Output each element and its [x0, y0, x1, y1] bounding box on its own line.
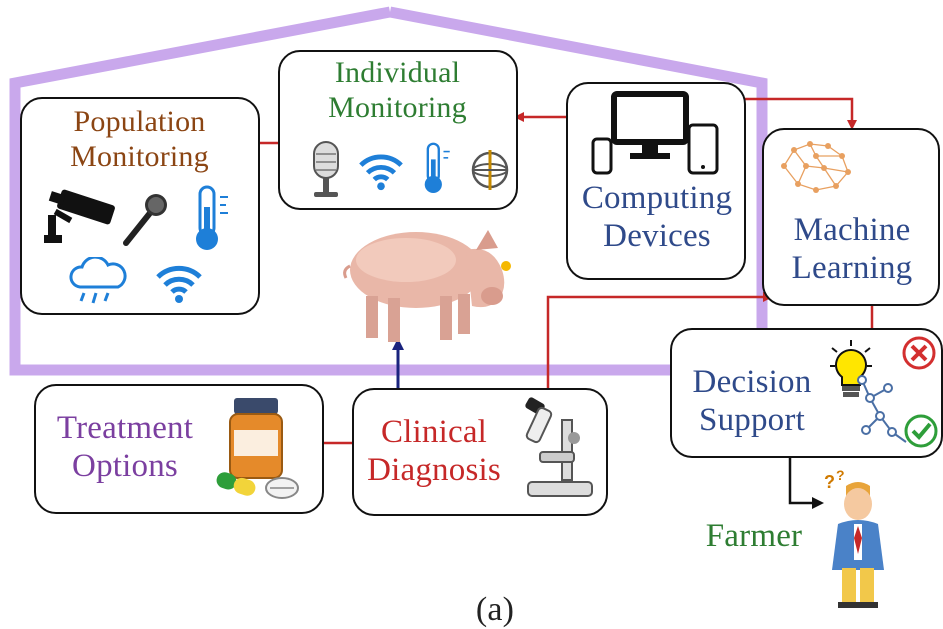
- medicine-bottle-icon: [229, 398, 283, 479]
- svg-text:?: ?: [824, 472, 835, 492]
- machine-line1: Machine: [793, 212, 911, 248]
- microscope-icon: [525, 397, 593, 497]
- clinical-diagnosis-title: Clinical Diagnosis: [354, 414, 514, 490]
- population-line2: Monitoring: [70, 139, 209, 173]
- clinical-line1: Clinical: [380, 414, 488, 450]
- machine-line2: Learning: [791, 249, 913, 286]
- connectors-layer: [9, 6, 877, 509]
- monitor-icon: [611, 91, 689, 159]
- computing-line1: Computing: [581, 180, 733, 216]
- clinical-diagnosis-box: Clinical Diagnosis: [352, 388, 608, 516]
- house-outline: [9, 6, 768, 376]
- treatment-line2: Options: [72, 447, 178, 484]
- lightbulb-icon: [830, 340, 872, 397]
- individual-line1: Individual: [334, 56, 461, 89]
- treatment-line1: Treatment: [56, 410, 194, 446]
- thermometer-icon: [424, 142, 450, 194]
- population-monitoring-box: Population Monitoring: [20, 97, 260, 315]
- population-monitoring-title: Population Monitoring: [22, 105, 257, 174]
- pill-icon: [216, 472, 299, 499]
- decision-support-box: Decision Support: [670, 328, 943, 458]
- individual-line2: Monitoring: [328, 90, 467, 124]
- svg-text:?: ?: [836, 468, 845, 483]
- diagram: Population Monitoring: [9, 6, 943, 628]
- reject-icon: [902, 336, 936, 370]
- rain-cloud-icon: [69, 257, 127, 304]
- treatment-options-box: Treatment Options: [34, 384, 324, 514]
- arrow-decision-farmer: [788, 458, 824, 509]
- brain-network-icon: [781, 141, 851, 193]
- treatment-options-title: Treatment Options: [42, 410, 208, 486]
- figure-caption: (a): [475, 591, 515, 628]
- phone-icon: [591, 137, 613, 175]
- pig-icon: [343, 230, 511, 342]
- decision-tree-icon: [857, 375, 907, 443]
- machine-learning-box: Machine Learning: [762, 128, 940, 306]
- microphone-icon: [123, 194, 167, 246]
- population-line1: Population: [73, 105, 206, 138]
- cctv-camera-icon: [44, 189, 115, 243]
- decision-line2: Support: [699, 401, 805, 438]
- machine-learning-title: Machine Learning: [764, 212, 940, 288]
- accelerometer-icon: [471, 150, 509, 190]
- thermometer-icon: [196, 185, 228, 250]
- approve-icon: [904, 414, 938, 448]
- arrow-clinical-machine: [546, 292, 773, 390]
- individual-monitoring-title: Individual Monitoring: [280, 56, 515, 125]
- clinical-line2: Diagnosis: [367, 451, 501, 488]
- computing-devices-title: Computing Devices: [568, 180, 746, 256]
- farmer-icon: ? ?: [824, 468, 884, 608]
- arrow-computing-machine: [733, 97, 857, 130]
- wifi-icon: [156, 265, 202, 303]
- computing-line2: Devices: [603, 217, 711, 254]
- wifi-icon: [359, 154, 403, 191]
- decision-line1: Decision: [692, 364, 812, 400]
- studio-microphone-icon: [313, 141, 339, 197]
- tablet-icon: [687, 123, 719, 175]
- decision-support-title: Decision Support: [672, 364, 832, 440]
- farmer-label: Farmer: [705, 518, 803, 554]
- computing-devices-box: Computing Devices: [566, 82, 746, 280]
- individual-monitoring-box: Individual Monitoring: [278, 50, 518, 210]
